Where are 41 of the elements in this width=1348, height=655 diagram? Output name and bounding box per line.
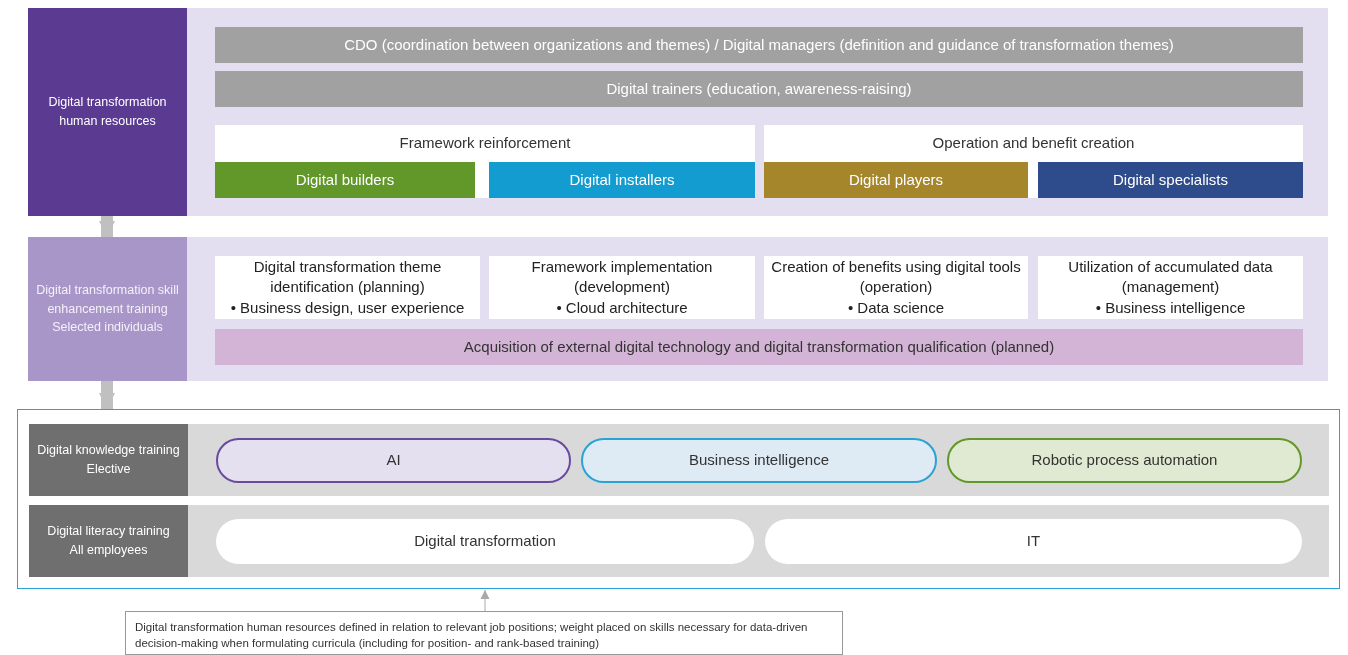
course-pill: Business intelligence [581,438,937,483]
skill-item: • Cloud architecture [556,297,688,318]
role-bar: CDO (coordination between organizations and themes) / Digital managers (definition and guidance of transformation themes) [215,27,1303,63]
course-pill: IT [765,519,1302,564]
skill-box [215,256,480,319]
skill-item: • Business intelligence [1095,297,1246,318]
band-heading: Digital transformation skill enhancement training Selected individuals [28,237,187,381]
band-panel [29,505,1329,577]
group-heading: Framework reinforcement [398,133,572,154]
skill-title: Utilization of accumulated data (management) [1067,257,1274,298]
band-panel [28,237,1328,381]
group-heading: Operation and benefit creation [931,133,1136,154]
arrow [480,589,490,612]
group-box [215,125,755,198]
role-bar: Digital builders [215,162,475,198]
arrow [99,216,115,237]
skill-item: • Data science [847,297,945,318]
course-pill: Digital transformation [216,519,754,564]
role-bar: Digital players [764,162,1028,198]
skill-box [764,256,1028,319]
group-box [764,125,1303,198]
note-box: Digital transformation human resources defined in relation to relevant job positions; weight placed on skills necessary for data-driven decision-making when formulating curricula (including for position- and rank-based training) [125,611,843,655]
role-bar: Digital specialists [1038,162,1303,198]
skill-box [1038,256,1303,319]
band-heading: Digital literacy training All employees [29,505,188,577]
band-heading: Digital knowledge training Elective [29,424,188,496]
arrow [99,381,115,409]
frame-border [17,409,1340,589]
role-bar: Digital installers [489,162,755,198]
band-panel [28,8,1328,216]
skill-title: Digital transformation theme identification (planning) [252,257,443,298]
role-bar: Digital trainers (education, awareness-raising) [215,71,1303,107]
band-heading: Digital transformation human resources [28,8,187,216]
skill-item: • Business design, user experience [230,297,465,318]
skill-title: Framework implementation (development) [530,257,714,298]
skill-title: Creation of benefits using digital tools (operation) [770,257,1022,298]
role-bar: Acquisition of external digital technology and digital transformation qualification (planned) [215,329,1303,365]
course-pill: AI [216,438,571,483]
band-panel [29,424,1329,496]
course-pill: Robotic process automation [947,438,1302,483]
skill-box [489,256,755,319]
